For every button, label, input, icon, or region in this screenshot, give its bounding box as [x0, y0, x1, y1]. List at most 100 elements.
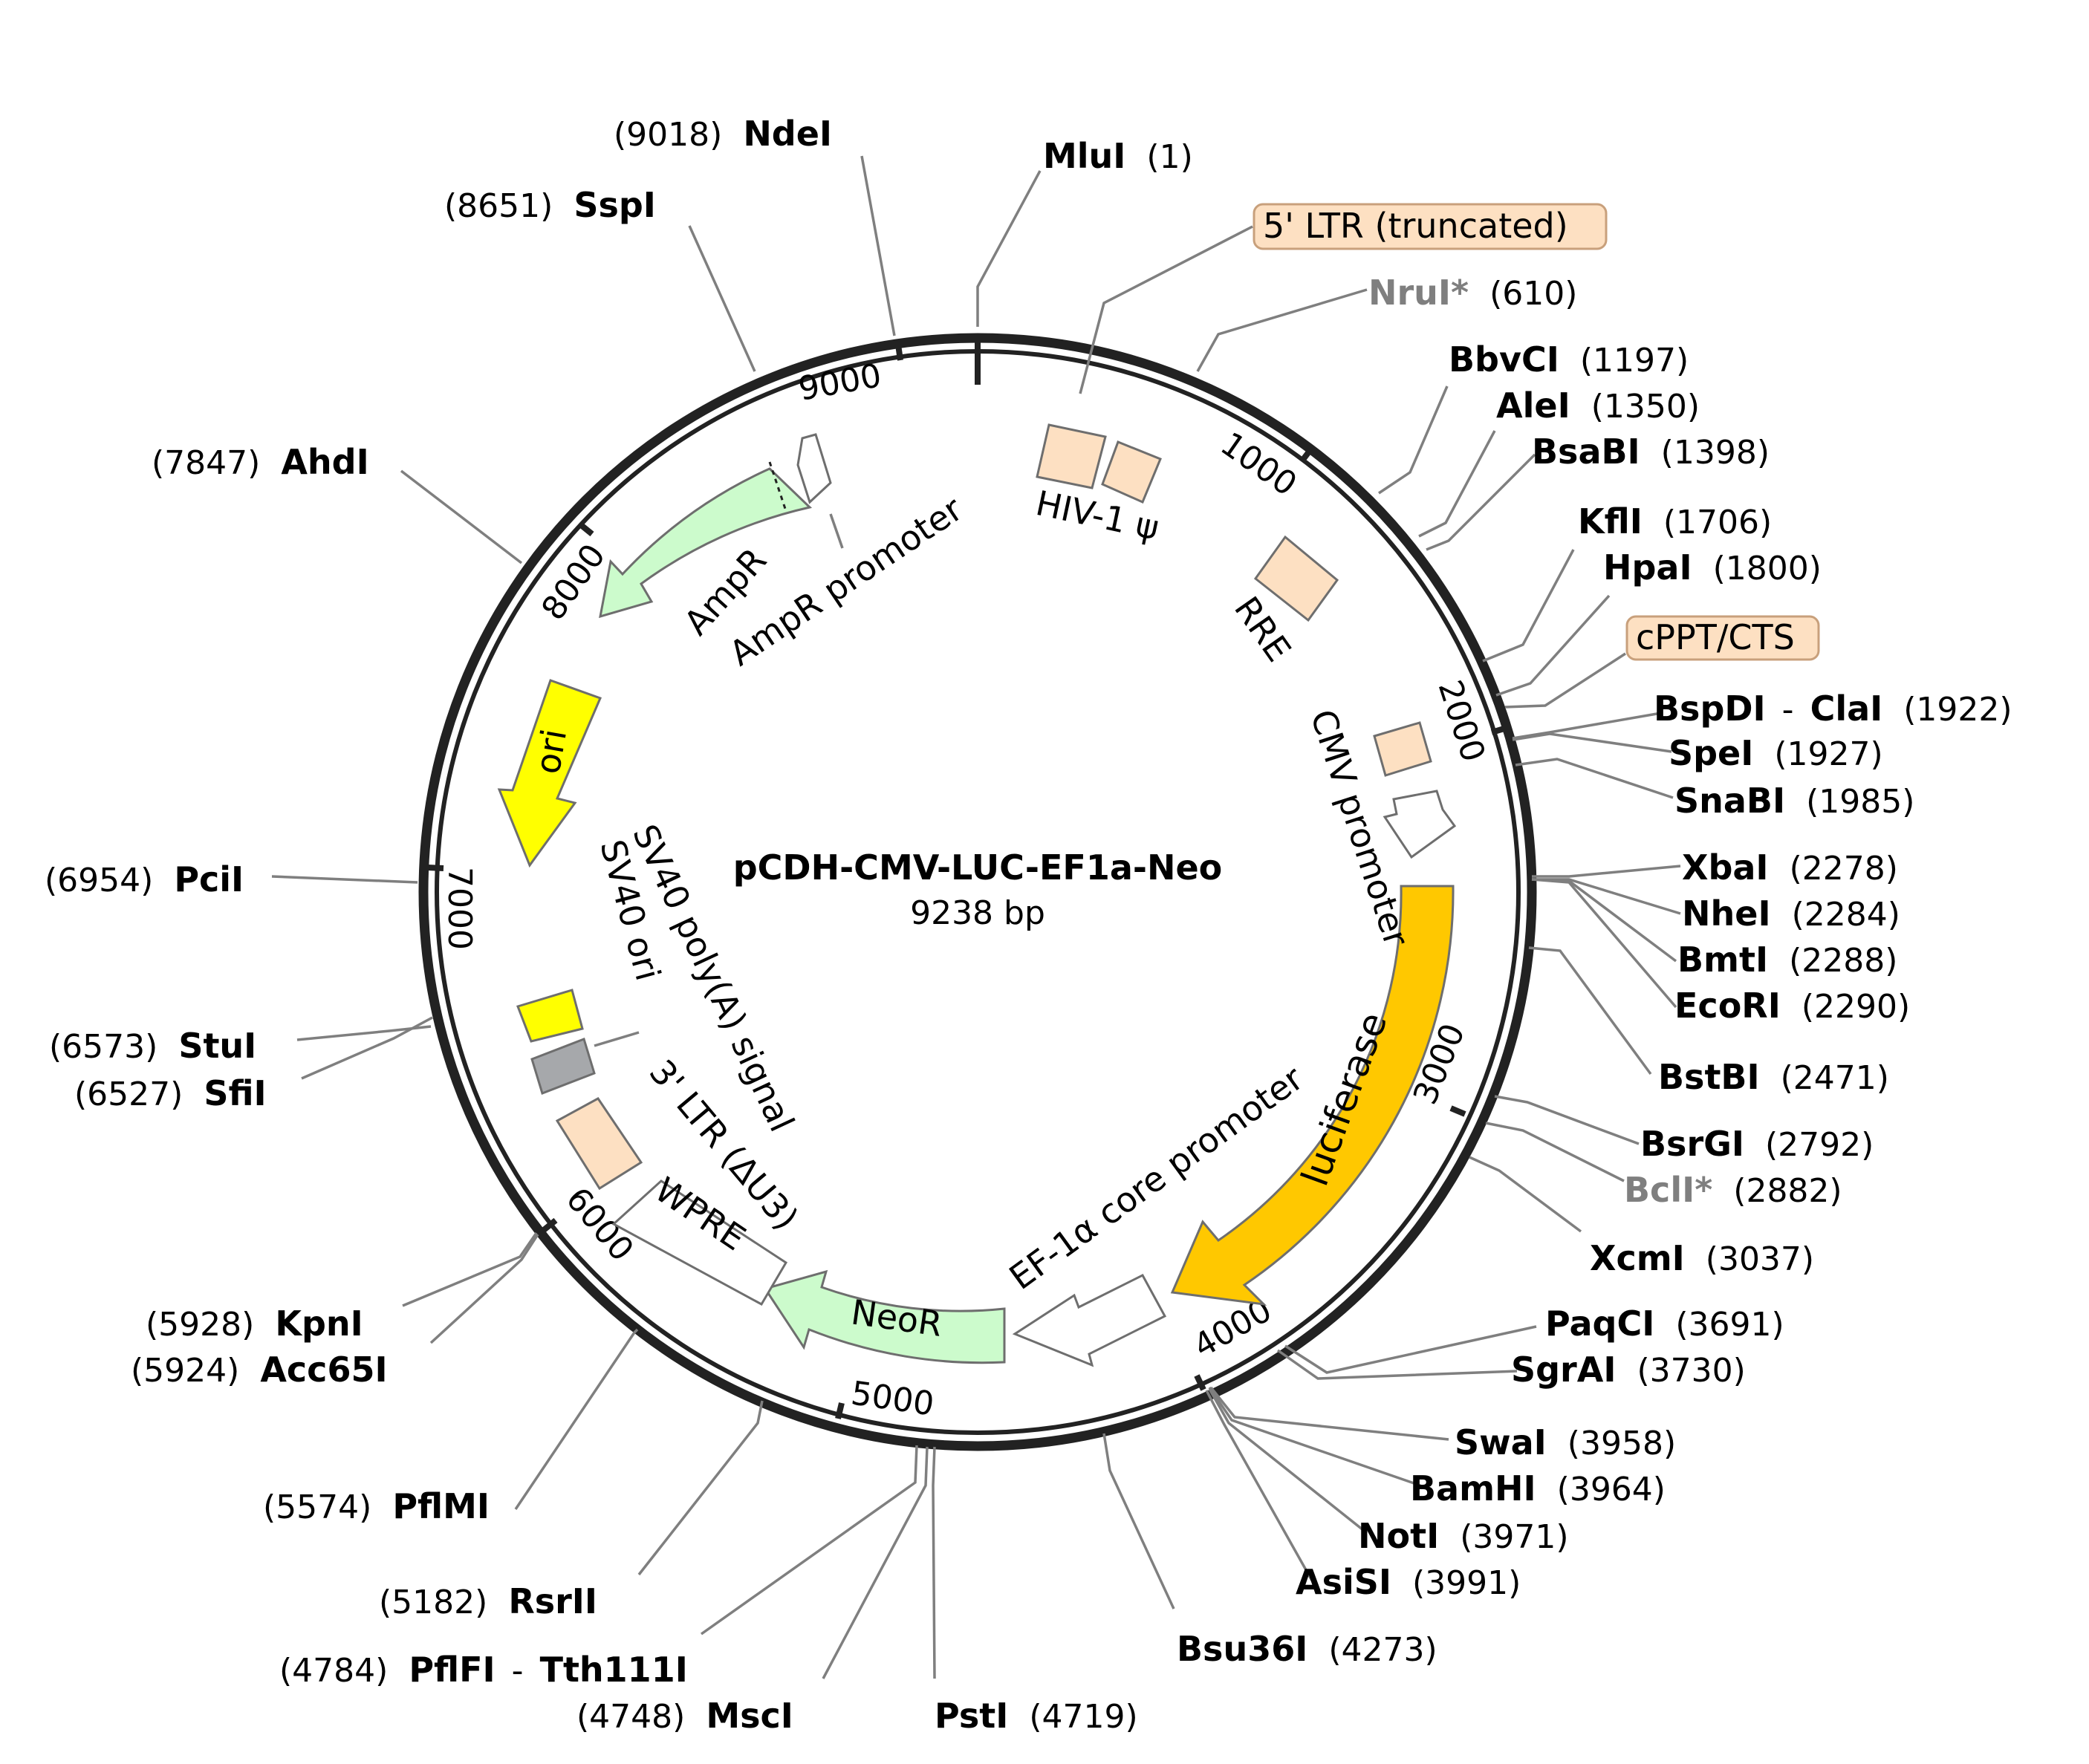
leader-5ltr: [1079, 225, 1253, 394]
svg-text:Bsu36I(4273): Bsu36I(4273): [1177, 1629, 1437, 1669]
leader-bcli: [1485, 1122, 1625, 1182]
site-bsu36i: Bsu36I(4273): [1177, 1629, 1437, 1669]
site-bcli: BclI*(2882): [1624, 1170, 1842, 1210]
leader-bsu36i: [1102, 1433, 1175, 1610]
site-sfii: (6527)SfiI: [74, 1073, 267, 1113]
svg-text:(4748)MscI: (4748)MscI: [576, 1696, 793, 1736]
svg-text:BspDI-ClaI(1922): BspDI-ClaI(1922): [1654, 689, 2012, 729]
leader-sspi: [688, 225, 756, 372]
ltr3-box: [555, 1097, 643, 1191]
svg-text:BclI*(2882): BclI*(2882): [1624, 1170, 1842, 1210]
svg-text:NruI*(610): NruI*(610): [1368, 273, 1577, 313]
leader-xbai: [1532, 865, 1681, 878]
svg-text:BsaBI(1398): BsaBI(1398): [1532, 432, 1770, 472]
site-bamhi: BamHI(3964): [1410, 1468, 1666, 1508]
svg-text:(4784)PflFI-Tth111I: (4784)PflFI-Tth111I: [279, 1650, 688, 1690]
svg-text:(5924)Acc65I: (5924)Acc65I: [131, 1350, 388, 1390]
leader-asisi: [1205, 1390, 1313, 1581]
svg-text:(9018)NdeI: (9018)NdeI: [614, 114, 832, 154]
svg-text:BmtI(2288): BmtI(2288): [1677, 940, 1897, 980]
scale-ticks: [427, 335, 1508, 1419]
leader-rsrii: [637, 1400, 764, 1576]
site-pflfi-tth111i: (4784)PflFI-Tth111I: [279, 1650, 688, 1690]
plasmid-name: pCDH-CMV-LUC-EF1a-Neo: [733, 847, 1223, 888]
leader-pflmi: [514, 1328, 639, 1510]
leader-noti: [1208, 1388, 1368, 1534]
leader-xcmi: [1469, 1156, 1582, 1233]
svg-text:MluI(1): MluI(1): [1043, 136, 1193, 176]
site-psti: PstI(4719): [935, 1696, 1138, 1736]
callout-5ltr: 5' LTR (truncated): [1253, 203, 1608, 250]
svg-text:5' LTR (truncated): 5' LTR (truncated): [1263, 206, 1568, 246]
site-hpai: HpaI(1800): [1603, 547, 1822, 588]
svg-text:(6573)StuI: (6573)StuI: [49, 1026, 256, 1066]
leader-bbvci: [1378, 385, 1449, 495]
site-bsabi: BsaBI(1398): [1532, 432, 1770, 472]
svg-text:SpeI(1927): SpeI(1927): [1669, 733, 1883, 773]
site-bspdi-clai: BspDI-ClaI(1922): [1654, 689, 2012, 729]
svg-text:XcmI(3037): XcmI(3037): [1590, 1238, 1814, 1278]
tick-5000: [835, 1402, 845, 1419]
leader-spei: [1512, 732, 1672, 753]
leader-ndei: [860, 155, 896, 336]
svg-text:AsiSI(3991): AsiSI(3991): [1296, 1562, 1521, 1602]
ori-arrow: [497, 679, 602, 868]
svg-text:(5574)PflMI: (5574)PflMI: [263, 1486, 490, 1526]
tick-label-4000: 4000: [1187, 1291, 1278, 1365]
leader-pcii: [271, 875, 418, 884]
site-nhei: NheI(2284): [1682, 894, 1900, 934]
leader-bstbi: [1528, 946, 1652, 1075]
leader-hpai: [1495, 594, 1611, 697]
svg-text:BamHI(3964): BamHI(3964): [1410, 1468, 1666, 1508]
hiv-psi-box-1: [1036, 423, 1107, 489]
svg-text:(6954)PciI: (6954)PciI: [45, 859, 244, 899]
leader-sfii: [301, 1016, 433, 1080]
leader-swai: [1209, 1386, 1449, 1441]
callout-cppt: cPPT/CTS: [1625, 615, 1820, 661]
svg-text:(5182)RsrII: (5182)RsrII: [379, 1581, 597, 1621]
svg-text:AleI(1350): AleI(1350): [1496, 385, 1700, 426]
leader-snabi: [1515, 758, 1674, 799]
ori-label: ori: [527, 726, 575, 777]
site-swai: SwaI(3958): [1455, 1422, 1676, 1462]
svg-text:BsrGI(2792): BsrGI(2792): [1640, 1124, 1874, 1164]
leader-mlui: [976, 170, 1042, 327]
luciferase-arrow: [1170, 885, 1455, 1306]
sv40-ori-box: [530, 1038, 596, 1095]
site-stui: (6573)StuI: [49, 1026, 256, 1066]
site-ndei: (9018)NdeI: [614, 114, 832, 154]
leader-stui: [296, 1025, 432, 1041]
hiv-psi-box-2: [1101, 440, 1162, 504]
site-bstbi: BstBI(2471): [1658, 1057, 1889, 1097]
site-paqci: PaqCI(3691): [1545, 1304, 1784, 1344]
leader-bspdi: [1512, 712, 1662, 740]
leader-bsabi: [1426, 453, 1536, 551]
leader-paqci: [1284, 1325, 1537, 1374]
site-spei: SpeI(1927): [1669, 733, 1883, 773]
svg-text:cPPT/CTS: cPPT/CTS: [1636, 617, 1795, 657]
leader-kpni: [402, 1232, 538, 1307]
cppt-box: [1373, 721, 1432, 777]
leader-bsrgi: [1494, 1095, 1640, 1145]
cmv-promoter-arrow: [1383, 790, 1457, 859]
tick-4000: [1194, 1374, 1206, 1391]
sv40-polya-box: [516, 989, 584, 1043]
site-sgrai: SgrAI(3730): [1511, 1350, 1746, 1390]
site-xcmi: XcmI(3037): [1590, 1238, 1814, 1278]
tick-6000: [542, 1217, 558, 1233]
svg-text:PaqCI(3691): PaqCI(3691): [1545, 1304, 1784, 1344]
tick-label-2000: 2000: [1431, 676, 1492, 767]
leader-ahdi: [400, 469, 523, 564]
svg-text:(6527)SfiI: (6527)SfiI: [74, 1073, 267, 1113]
site-sspi: (8651)SspI: [444, 185, 656, 225]
site-bmti: BmtI(2288): [1677, 940, 1897, 980]
ampr-promoter-leader: [829, 513, 844, 549]
svg-text:PstI(4719): PstI(4719): [935, 1696, 1138, 1736]
leader-msci: [822, 1446, 929, 1679]
svg-text:(5928)KpnI: (5928)KpnI: [146, 1304, 363, 1344]
tick-9000: [895, 344, 903, 361]
leader-sgrai: [1276, 1349, 1518, 1380]
tick-label-5000: 5000: [848, 1374, 936, 1423]
site-msci: (4748)MscI: [576, 1696, 793, 1736]
